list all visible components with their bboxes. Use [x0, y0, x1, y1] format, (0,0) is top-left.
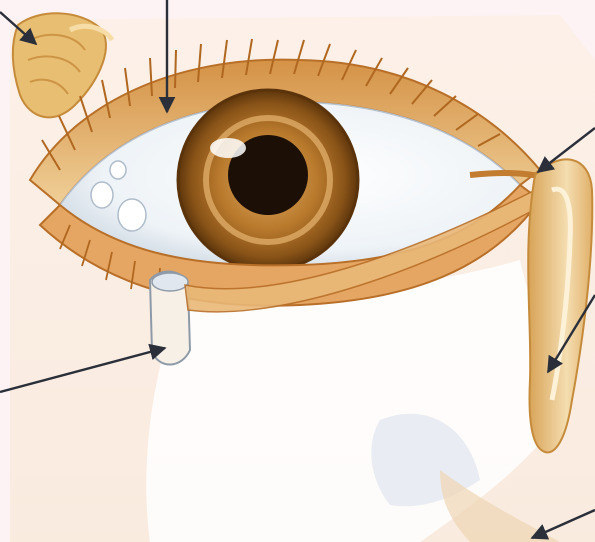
eye-highlight	[210, 138, 246, 158]
